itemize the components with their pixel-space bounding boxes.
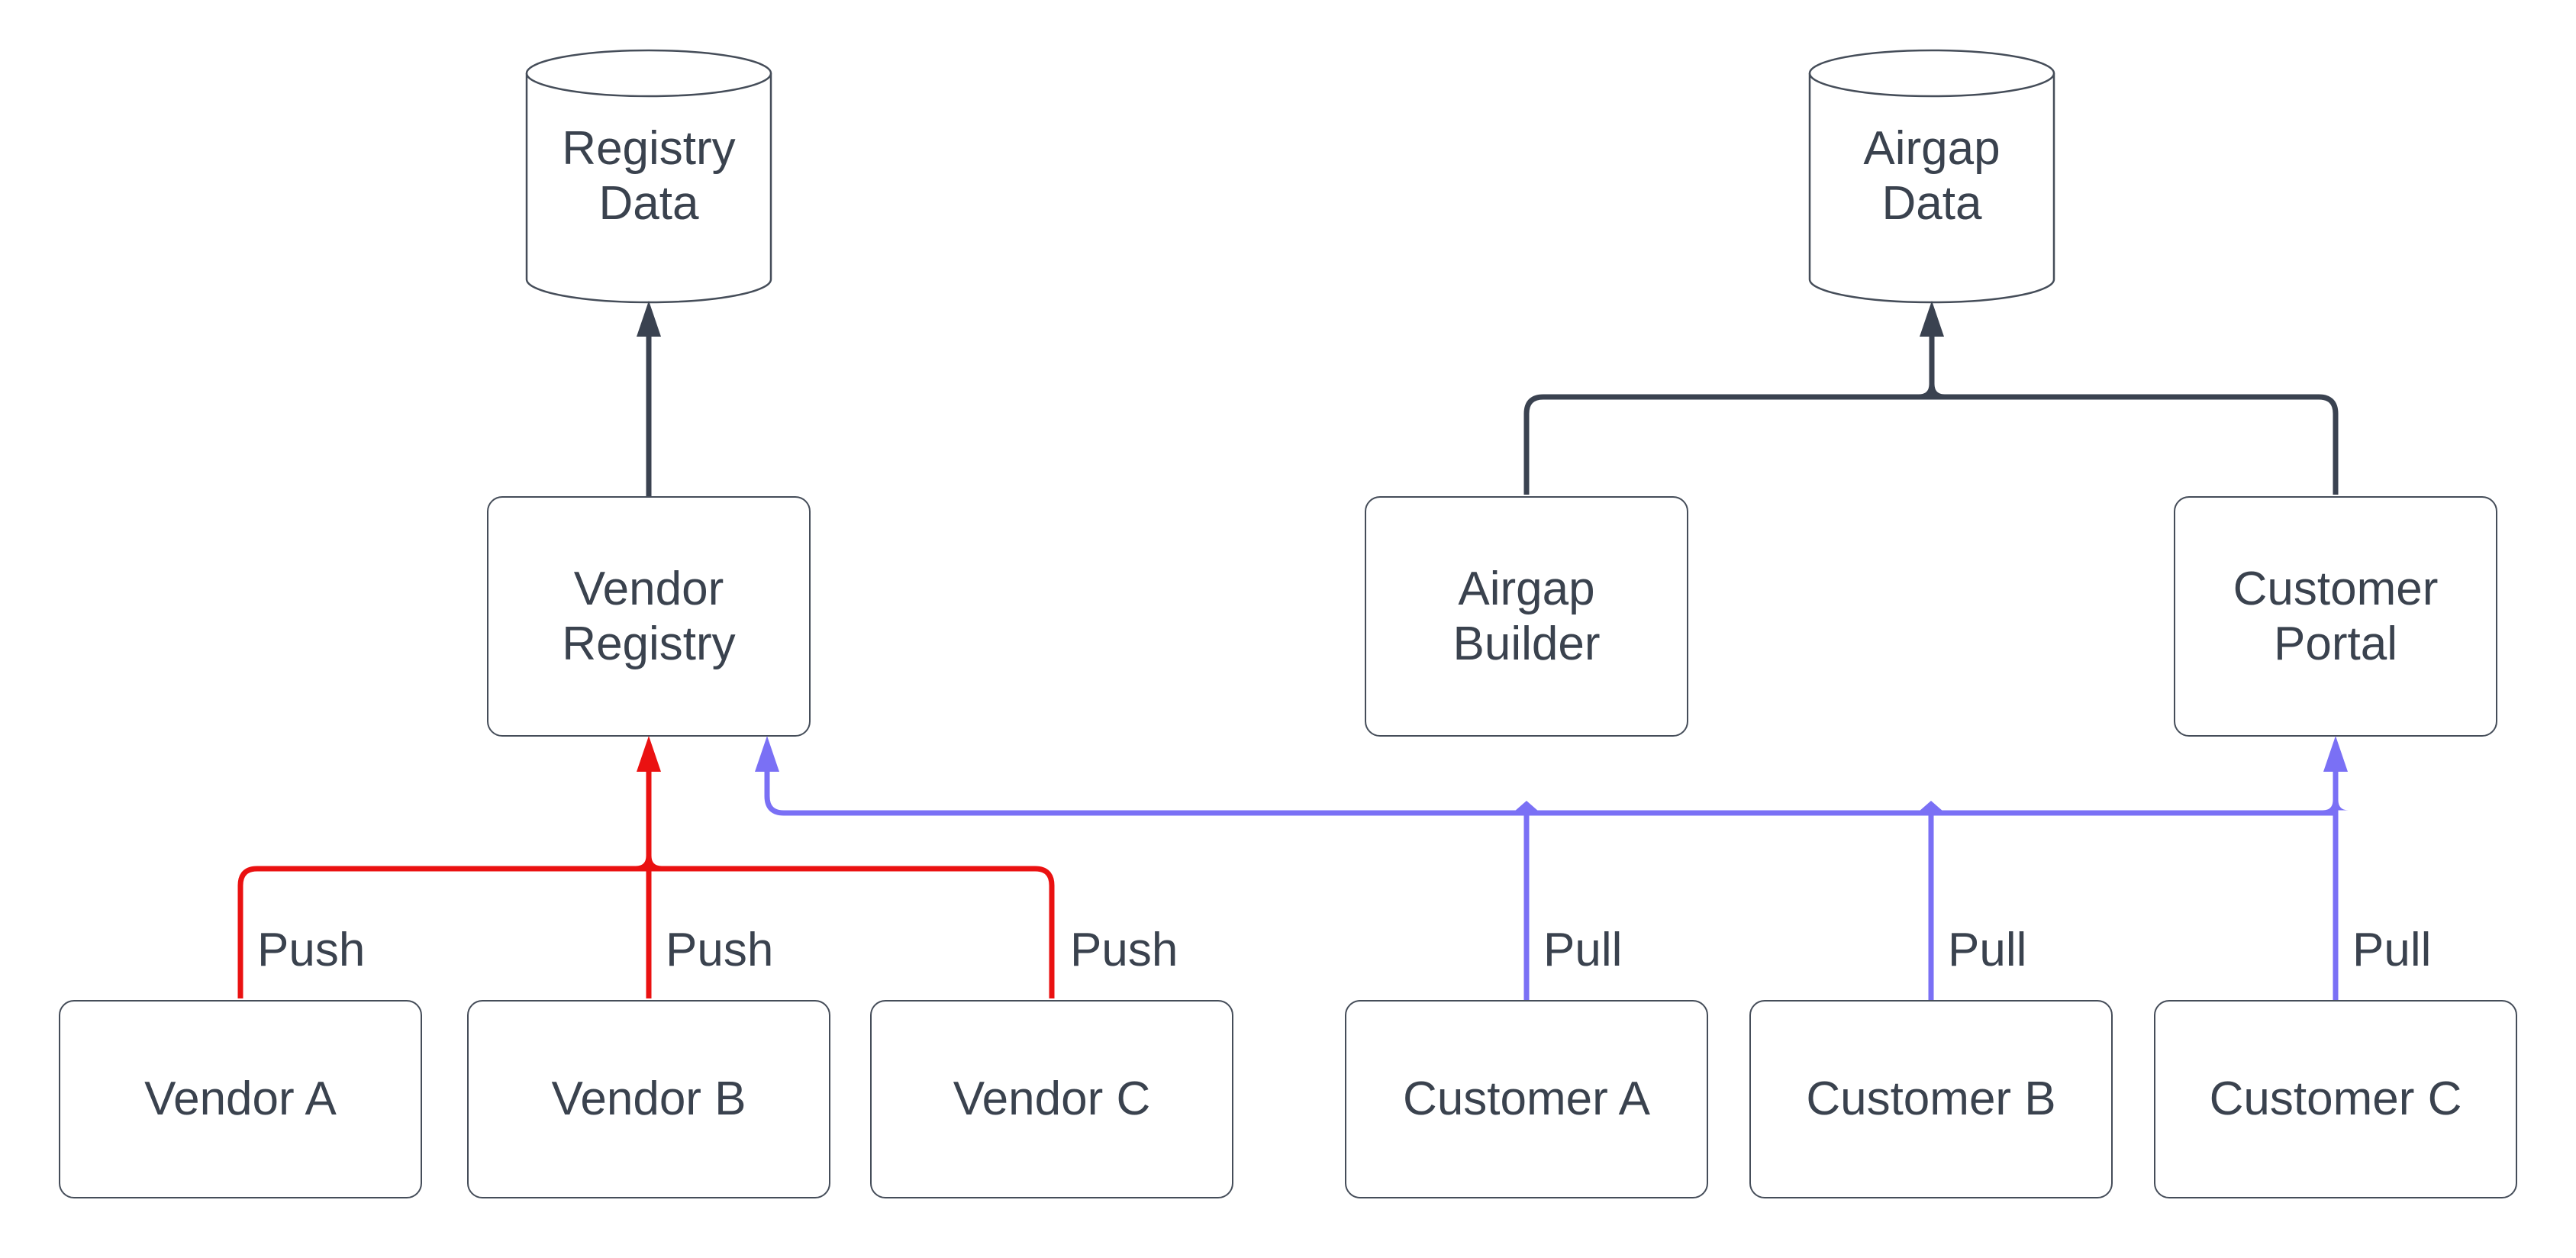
node-customer-b: Customer B <box>1749 1000 2113 1198</box>
node-customer-c: Customer C <box>2154 1000 2517 1198</box>
arrowhead-into-customer-portal <box>2323 736 2348 772</box>
junction-fillet <box>1919 384 1930 395</box>
node-customer-portal: Customer Portal <box>2174 496 2497 737</box>
arrowhead-into-vendor-registry-blue <box>755 736 779 772</box>
junction-fillet <box>2338 800 2349 811</box>
node-vendor-registry: Vendor Registry <box>487 496 811 737</box>
junction-bump-customer-b <box>1919 801 1943 811</box>
junction-fillet <box>1934 384 1945 395</box>
pull-edge-rail-to-vendor-registry <box>764 769 2336 816</box>
edge-label-push-vendor-b: Push <box>666 924 774 976</box>
arrowhead-into-registry-data <box>637 301 661 337</box>
edge-label-push-vendor-c: Push <box>1070 924 1178 976</box>
push-arrowheads-and-fillets <box>636 736 662 866</box>
edge-airgap-builder-to-customer-portal <box>1523 394 2339 495</box>
node-airgap-builder: Airgap Builder <box>1365 496 1688 737</box>
node-customer-a: Customer A <box>1345 1000 1708 1198</box>
arrowhead-into-airgap-data <box>1920 301 1944 337</box>
edge-label-pull-customer-b: Pull <box>1948 924 2027 976</box>
label-registry-data: Registry Data <box>562 122 736 230</box>
node-vendor-c: Vendor C <box>870 1000 1233 1198</box>
label-airgap-data: Airgap Data <box>1863 122 2001 230</box>
dark-arrowheads-and-fillets <box>637 301 1945 395</box>
arrowhead-into-vendor-registry <box>637 736 661 772</box>
pull-arrowheads-and-fillets <box>755 736 2349 811</box>
edge-label-pull-customer-a: Pull <box>1543 924 1623 976</box>
edge-label-pull-customer-c: Pull <box>2352 924 2432 976</box>
edge-label-push-vendor-a: Push <box>257 924 366 976</box>
node-vendor-b: Vendor B <box>467 1000 830 1198</box>
junction-fillet <box>651 856 662 866</box>
dark-edges <box>646 334 2339 496</box>
junction-fillet <box>2323 800 2333 811</box>
node-vendor-a: Vendor A <box>59 1000 422 1198</box>
junction-bump-customer-a <box>1514 801 1539 811</box>
junction-fillet <box>636 856 646 866</box>
